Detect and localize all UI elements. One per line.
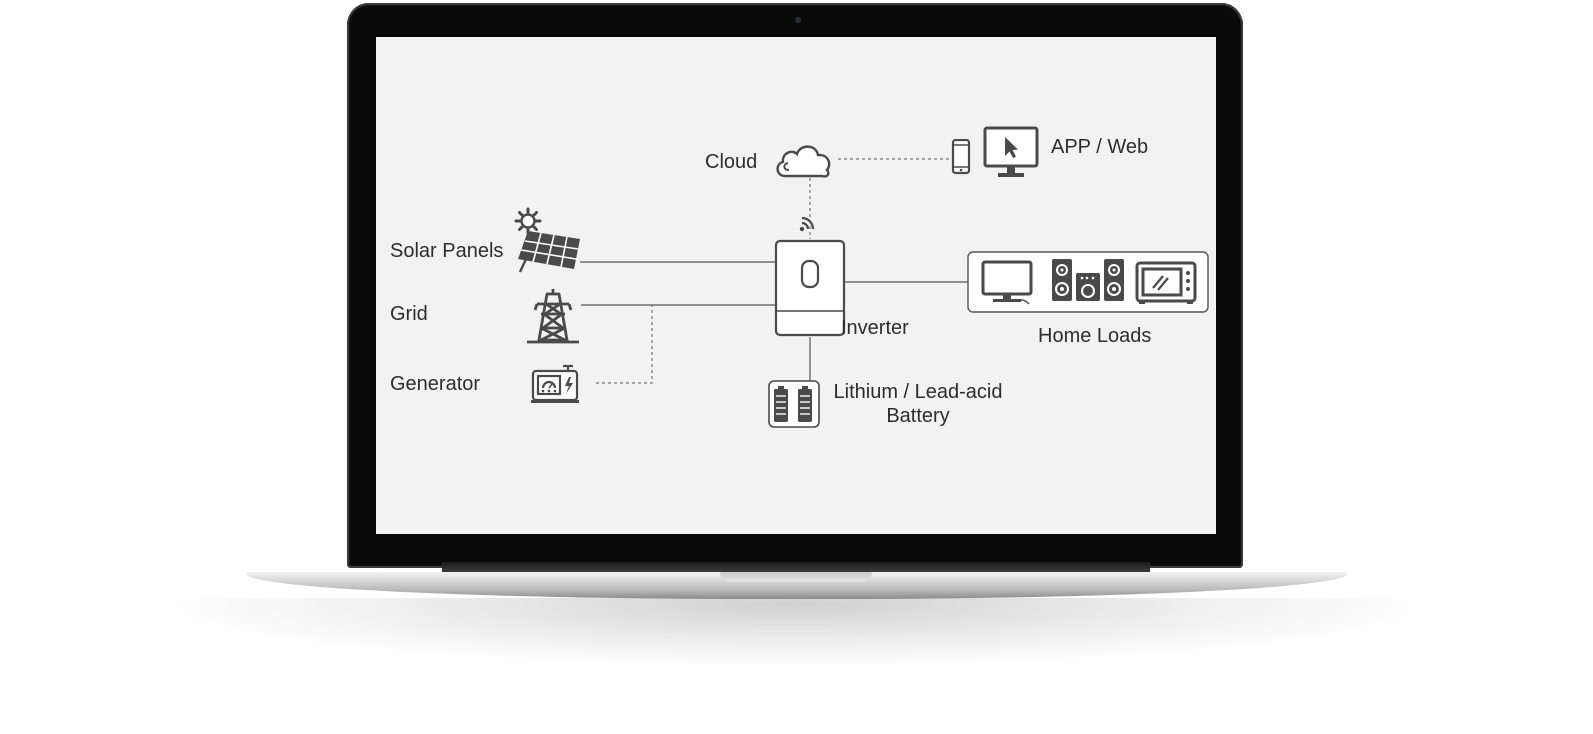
solar-panels-label: Solar Panels bbox=[390, 240, 504, 262]
transmission-tower-icon bbox=[527, 288, 581, 344]
microwave-icon bbox=[1135, 261, 1197, 305]
battery-label-line1: Lithium / Lead-acid bbox=[833, 381, 1003, 403]
battery-icon bbox=[767, 379, 821, 429]
speakers-icon bbox=[1052, 259, 1126, 303]
cloud-label: Cloud bbox=[705, 151, 758, 173]
laptop-shadow bbox=[150, 598, 1440, 668]
wifi-icon bbox=[798, 215, 818, 233]
cloud-icon bbox=[773, 140, 835, 180]
laptop-hinge bbox=[442, 562, 1150, 572]
app-web-label: APP / Web bbox=[1051, 136, 1149, 158]
inverter-icon bbox=[774, 239, 846, 337]
generator-icon bbox=[530, 363, 580, 405]
connection-lines bbox=[580, 158, 971, 384]
inverter-label: Inverter bbox=[841, 317, 909, 339]
grid-label: Grid bbox=[390, 303, 428, 325]
phone-icon bbox=[951, 139, 971, 175]
solar-panel-icon bbox=[516, 227, 582, 273]
camera-icon bbox=[795, 17, 801, 23]
battery-label-line2: Battery bbox=[886, 405, 950, 427]
monitor-icon bbox=[983, 126, 1039, 180]
home-loads-label: Home Loads bbox=[1038, 325, 1152, 347]
generator-to-grid-line bbox=[596, 305, 653, 384]
tv-icon bbox=[981, 260, 1033, 306]
laptop-screen: Cloud bbox=[376, 37, 1216, 534]
generator-label: Generator bbox=[390, 373, 481, 395]
laptop-notch bbox=[720, 572, 872, 582]
